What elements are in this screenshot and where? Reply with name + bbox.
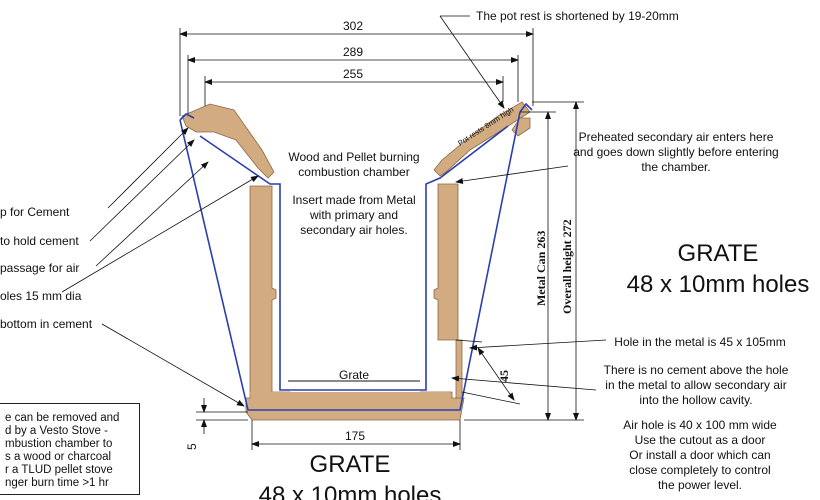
notes-line-3: mbustion chamber to [5, 438, 113, 450]
right-notes: Preheated secondary air enters here and … [573, 130, 788, 492]
chamber-line-4: with primary and [309, 208, 398, 222]
leader-hole-metal [469, 339, 607, 351]
cement-body [181, 101, 531, 421]
no-cement-line-2: in the metal to allow secondary air [605, 378, 786, 392]
metal-rim-left [179, 113, 195, 121]
notes-line-5: r a TLUD pellet stove [5, 464, 113, 476]
dim-175: 175 [345, 429, 365, 443]
no-cement-line-1: There is no cement above the hole [604, 363, 789, 377]
dim-overall-height: Overall height 272 [560, 219, 574, 314]
dim-metal-can: Metal Can 263 [534, 231, 548, 306]
air-hole-line-4: close completely to control [629, 463, 770, 477]
chamber-line-2: combustion chamber [298, 165, 409, 179]
leader-air-passage [95, 161, 209, 267]
leader-top-note-diag [439, 15, 505, 109]
dimension-lines [179, 28, 584, 450]
notes-box: e can be removed and d by a Vesto Stove … [0, 403, 140, 495]
grate-bottom-title: GRATE [310, 451, 391, 478]
leader-lines [61, 15, 607, 407]
dim-45: 45 [497, 370, 511, 382]
grate-bottom: GRATE 48 x 10mm holes [259, 451, 442, 500]
secondary-air-line-2: and goes down slightly before entering [573, 145, 778, 159]
dim-5: 5 [185, 443, 199, 450]
grate-right-holes: 48 x 10mm holes [627, 271, 810, 298]
grate-right: GRATE 48 x 10mm holes [627, 240, 810, 298]
notes-line-4: s a wood or charcoal [5, 451, 112, 463]
top-note: The pot rest is shortened by 19-20mm [476, 9, 679, 23]
air-hole-line-5: the power level. [658, 478, 742, 492]
left-label-bottom: bottom in cement [0, 317, 93, 331]
grate-bottom-holes: 48 x 10mm holes [259, 482, 442, 500]
notes-line-6: nger burn time >1 hr [5, 477, 109, 489]
left-label-cement: p for Cement [0, 205, 70, 219]
cement-left-rim [181, 103, 275, 179]
dim-302: 302 [343, 19, 363, 33]
no-cement-line-3: into the hollow cavity. [639, 393, 752, 407]
chamber-text: Wood and Pellet burning combustion chamb… [288, 150, 419, 382]
metal-chamber-liner [199, 125, 509, 391]
cement-right-rim [433, 101, 531, 177]
metal-can-outer [179, 111, 521, 411]
notes-line-1: e can be removed and [5, 412, 120, 424]
cement-bottom-fill [250, 392, 456, 418]
cement-left-wall [249, 185, 291, 399]
chamber-line-1: Wood and Pellet burning [288, 150, 419, 164]
cement-right-lower [455, 339, 463, 399]
chamber-line-3: Insert made from Metal [292, 193, 415, 207]
grate-right-title: GRATE [678, 240, 759, 267]
air-hole-line-3: Or install a door which can [629, 448, 770, 462]
cement-right-wall [433, 183, 459, 341]
air-hole-line-1: Air hole is 40 x 100 mm wide [623, 418, 777, 432]
left-label-hold-cement: to hold cement [0, 234, 79, 248]
leader-hold-cement [89, 139, 195, 242]
grate-label: Grate [339, 368, 369, 382]
leader-secondary-air [455, 165, 569, 184]
leader-holes [61, 175, 259, 293]
dim-289: 289 [343, 45, 363, 59]
left-label-holes: oles 15 mm dia [0, 289, 82, 303]
secondary-air-line-3: the chamber. [641, 160, 710, 174]
leader-cement-top [107, 127, 189, 209]
leader-no-cement [451, 375, 597, 391]
secondary-air-line-1: Preheated secondary air enters here [579, 130, 774, 144]
metal-rim-right [519, 102, 533, 113]
left-labels: p for Cement to hold cement passage for … [0, 205, 93, 331]
chamber-line-5: secondary air holes. [300, 223, 407, 237]
left-label-air-passage: passage for air [0, 261, 79, 275]
metal-insert [179, 102, 533, 411]
leader-bottom [101, 323, 245, 407]
hole-metal-note: Hole in the metal is 45 x 105mm [614, 335, 785, 349]
notes-line-2: d by a Vesto Stove - [5, 425, 108, 437]
air-hole-line-2: Use the cutout as a door [635, 433, 766, 447]
dim-255: 255 [343, 67, 363, 81]
